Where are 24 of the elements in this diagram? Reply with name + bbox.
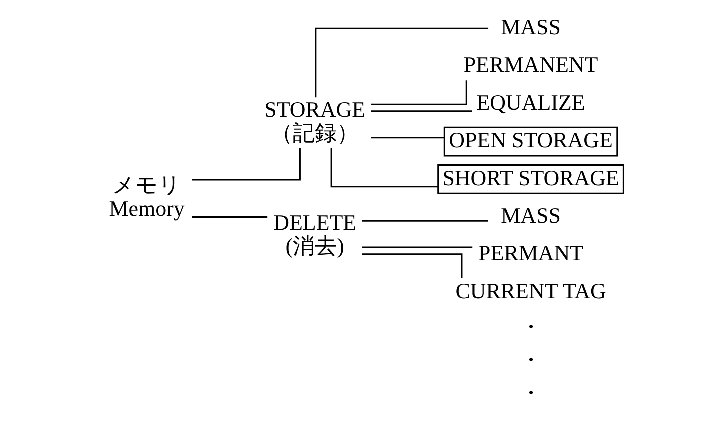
connector [362,220,488,222]
label: ・ [520,347,542,372]
connector [362,254,462,278]
node-text: MASS [500,14,560,40]
connector [192,216,268,218]
node-text: PERMANENT [463,52,598,78]
connector [370,110,472,112]
node-text: CURRENT TAG [455,278,606,304]
node-text: DELETE (消去) [273,210,356,259]
label: ・ [520,314,542,340]
connector [370,80,467,106]
node-text: STORAGE （記録） [264,96,366,146]
node-text: MASS [500,202,560,228]
label: ・ [520,380,542,406]
connector [370,137,444,139]
node-text: メモリ Memory [108,172,184,221]
node-box: SHORT STORAGE [437,164,624,194]
connector [330,148,438,188]
node-box: OPEN STORAGE [443,126,618,157]
node-text: PERMANT [478,240,584,266]
connector [314,28,488,98]
connector [192,148,300,181]
connector [362,246,472,248]
node-text: EQUALIZE [476,90,585,115]
